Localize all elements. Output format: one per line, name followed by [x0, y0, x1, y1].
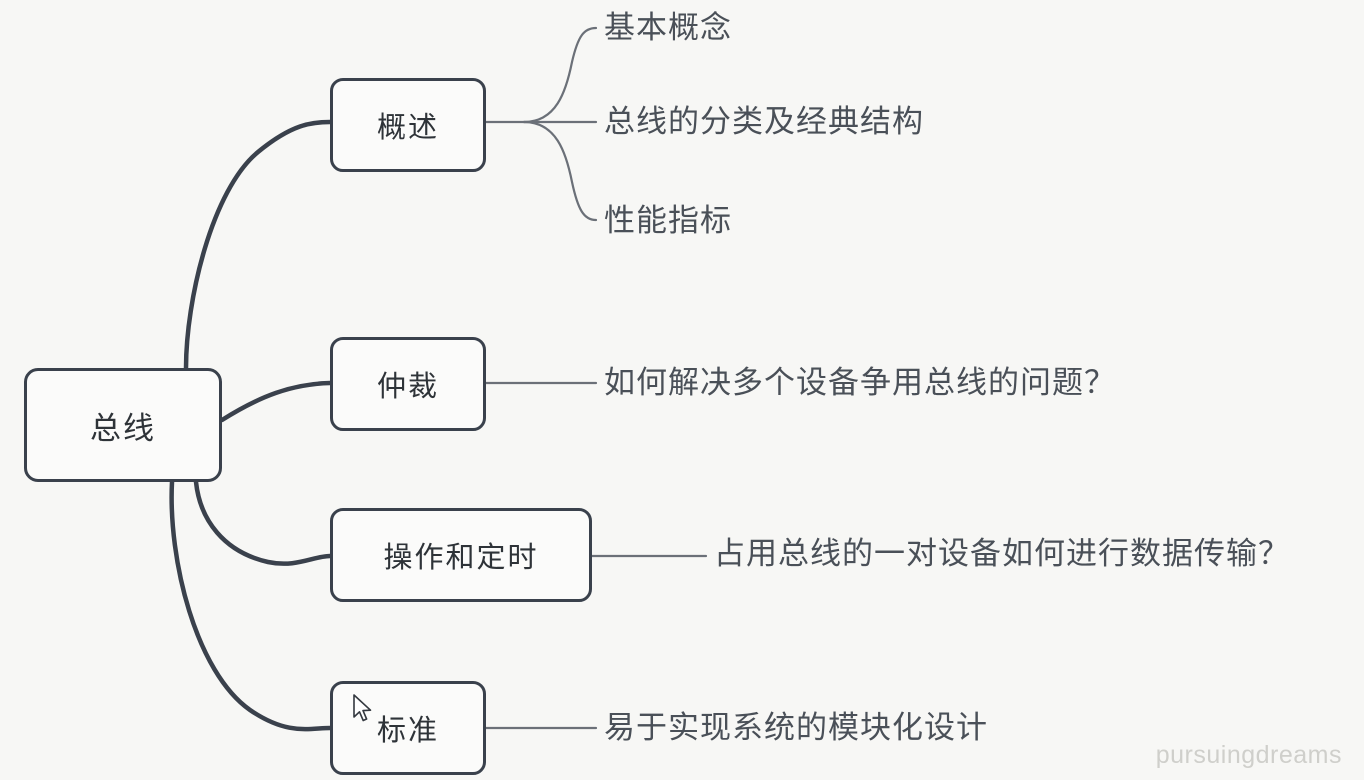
- branch-node-label: 概述: [376, 112, 439, 144]
- edge-root-to-arbitration: [219, 380, 333, 423]
- root-node-label: 总线: [90, 410, 156, 446]
- mindmap-leaf-basic-concepts[interactable]: 基本概念: [604, 10, 732, 45]
- edge-root-to-operation: [193, 479, 333, 566]
- mindmap-root-node[interactable]: 总线: [24, 368, 222, 482]
- branch-node-label: 操作和定时: [383, 542, 539, 574]
- mindmap-leaf-arbitration-question[interactable]: 如何解决多个设备争用总线的问题？: [604, 365, 1116, 400]
- branch-node-label: 标准: [376, 715, 439, 747]
- mindmap-leaf-data-transfer-question[interactable]: 占用总线的一对设备如何进行数据传输？: [714, 536, 1290, 571]
- mindmap-branch-node-arbitration[interactable]: 仲裁: [330, 337, 486, 431]
- branch-node-label: 仲裁: [376, 371, 439, 403]
- watermark-text: pursuingdreams: [1155, 741, 1342, 769]
- edge-overview-to-leaf-3: [522, 120, 598, 222]
- mindmap-leaf-modular-design[interactable]: 易于实现系统的模块化设计: [604, 710, 988, 745]
- edge-root-to-standard: [169, 479, 333, 732]
- edge-overview-to-leaf-1: [522, 26, 598, 124]
- mindmap-leaf-performance-metrics[interactable]: 性能指标: [604, 203, 732, 238]
- mindmap-leaf-bus-classification-structure[interactable]: 总线的分类及经典结构: [604, 104, 924, 139]
- mindmap-branch-node-overview[interactable]: 概述: [330, 78, 486, 172]
- mindmap-branch-node-operation-timing[interactable]: 操作和定时: [330, 508, 592, 602]
- edge-root-to-overview: [183, 119, 333, 371]
- mindmap-branch-node-standard[interactable]: 标准: [330, 681, 486, 775]
